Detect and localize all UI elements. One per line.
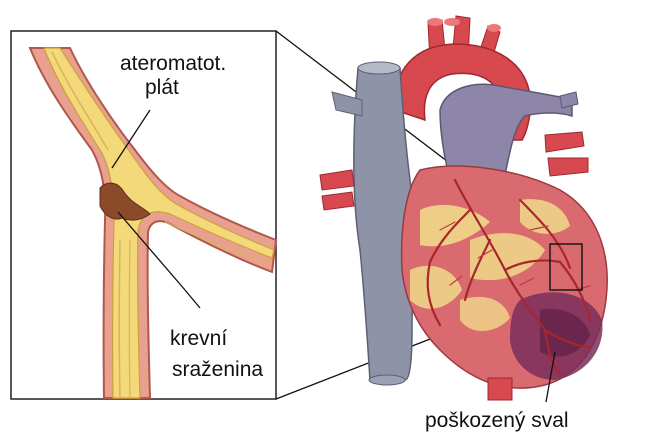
clot-label-line1: krevní	[170, 327, 227, 351]
plaque-label-line1: ateromatot.	[120, 52, 226, 76]
plaque-label-line2: plát	[145, 76, 179, 100]
zoom-inset	[11, 31, 276, 399]
clot-label-line2: sraženina	[172, 358, 263, 382]
heart-illustration	[320, 16, 607, 402]
damaged-muscle-label: poškozený sval	[425, 409, 569, 433]
